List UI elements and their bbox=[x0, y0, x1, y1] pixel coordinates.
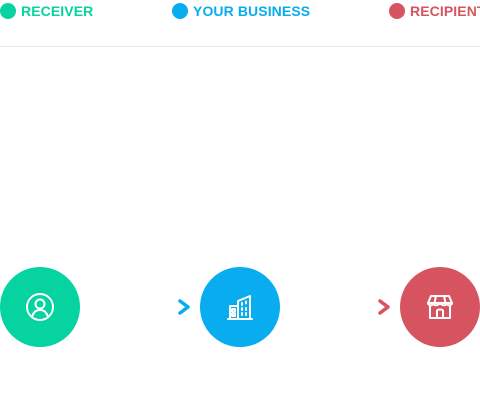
building-icon bbox=[227, 295, 253, 320]
connector-receiver-business bbox=[89, 299, 190, 315]
node-recipient bbox=[400, 267, 480, 347]
legend-label-business: YOUR BUSINESS bbox=[193, 3, 311, 19]
legend-dot-business bbox=[172, 3, 188, 19]
legend-business: YOUR BUSINESS bbox=[172, 1, 310, 21]
connector-business-recipient bbox=[289, 299, 390, 315]
legend-label-receiver: RECEIVER bbox=[21, 3, 94, 19]
user-icon bbox=[26, 293, 54, 321]
node-receiver bbox=[0, 267, 80, 347]
legend-dot-receiver bbox=[0, 3, 16, 19]
legend-receiver: RECEIVER bbox=[0, 1, 93, 21]
divider bbox=[0, 46, 480, 47]
legend-label-recipient: RECIPIENT bbox=[410, 3, 480, 19]
storefront-icon bbox=[427, 295, 453, 319]
legend-recipient: RECIPIENT bbox=[389, 1, 480, 21]
legend-dot-recipient bbox=[389, 3, 405, 19]
node-business bbox=[200, 267, 280, 347]
